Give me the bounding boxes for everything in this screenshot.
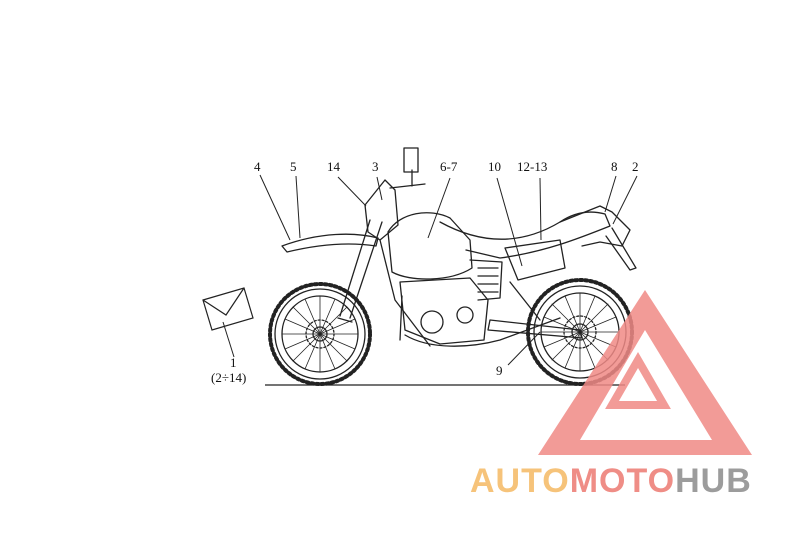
rear-fender <box>559 205 631 247</box>
watermark-triangle <box>538 290 752 455</box>
leader-lines <box>259 174 638 366</box>
front-fender <box>281 233 379 253</box>
rear-shock <box>509 281 541 321</box>
callout-10: 10 <box>488 159 501 174</box>
watermark-hub: HUB <box>675 462 752 500</box>
callout-5: 5 <box>290 159 297 174</box>
swingarm <box>487 319 583 339</box>
callout-4: 4 <box>254 159 261 174</box>
mudflap <box>605 227 637 271</box>
callout-9: 9 <box>496 363 503 378</box>
watermark-logo <box>538 290 752 455</box>
callout-1: 1 <box>230 355 237 370</box>
callout-14: 14 <box>327 159 341 174</box>
leader-line-1 <box>222 321 235 358</box>
exhaust-pipe <box>404 317 561 347</box>
handlebar <box>389 147 426 189</box>
watermark-moto: MOTO <box>570 462 675 500</box>
callout-12-13: 12-13 <box>517 159 547 174</box>
callout-2: 2 <box>632 159 639 174</box>
frame <box>379 239 431 347</box>
callout-3: 3 <box>372 159 379 174</box>
motorcycle-drawing <box>268 147 637 386</box>
fuel-tank <box>387 212 473 280</box>
engine <box>399 259 503 345</box>
callout-1-subtitle: (2÷14) <box>211 370 246 385</box>
decal-kit-envelope <box>202 287 254 331</box>
callout-8: 8 <box>611 159 618 174</box>
front-wheel <box>268 282 372 386</box>
headlight-fairing <box>364 179 399 241</box>
watermark-auto: AUTO <box>470 462 570 500</box>
callout-6-7: 6-7 <box>440 159 458 174</box>
watermark-triangle-inner <box>605 352 671 409</box>
side-panel <box>504 239 566 281</box>
watermark-wordmark: AUTOMOTOHUB <box>470 462 752 500</box>
